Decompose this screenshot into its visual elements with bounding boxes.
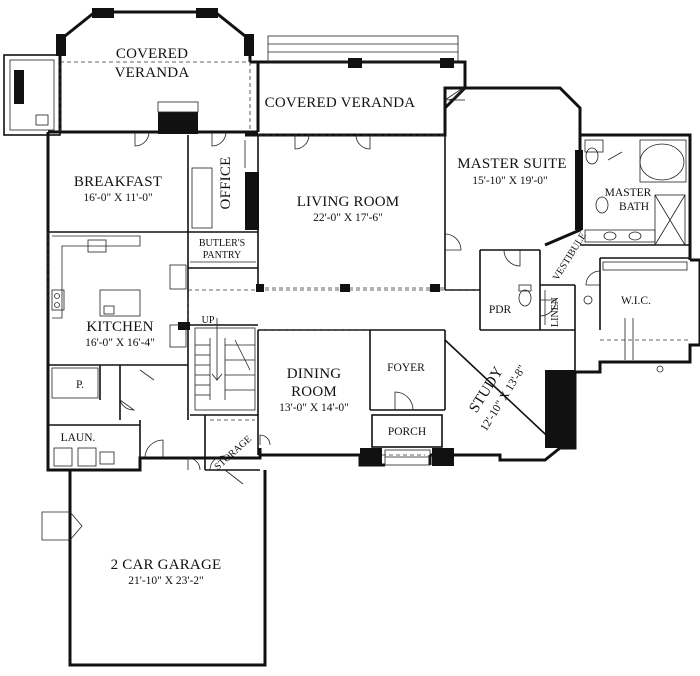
- butlers-pantry-label-1: BUTLER'S: [199, 238, 245, 249]
- master-bath-label-2: BATH: [619, 201, 649, 213]
- living-room-label: LIVING ROOM: [297, 194, 400, 210]
- covered-veranda-left-label-1: COVERED: [116, 46, 188, 62]
- wall-blocks: [56, 8, 583, 466]
- stairs-up-label: UP: [202, 315, 215, 326]
- master-suite-label: MASTER SUITE: [457, 156, 567, 172]
- storage-label: STORAGE: [213, 434, 254, 473]
- garage-label: 2 CAR GARAGE: [111, 557, 222, 573]
- foyer-label: FOYER: [387, 362, 425, 374]
- kitchen-label: KITCHEN: [86, 319, 153, 335]
- garage-dims: 21'-10" X 23'-2": [128, 575, 204, 587]
- butlers-pantry-label-2: PANTRY: [203, 250, 242, 261]
- kitchen-dims: 16'-0" X 16'-4": [85, 337, 155, 349]
- dining-room-label-2: ROOM: [291, 384, 337, 400]
- room-labels: COVERED VERANDA COVERED VERANDA BREAKFAS…: [61, 46, 652, 587]
- master-bath-label-1: MASTER: [605, 187, 652, 199]
- breakfast-dims: 16'-0" X 11'-0": [83, 192, 152, 204]
- dining-room-label-1: DINING: [287, 366, 342, 382]
- pdr-label: PDR: [489, 304, 512, 316]
- living-room-dims: 22'-0" X 17'-6": [313, 212, 383, 224]
- wic-label: W.I.C.: [621, 295, 651, 307]
- pantry-label: P.: [76, 379, 84, 391]
- covered-veranda-right-label: COVERED VERANDA: [265, 95, 416, 111]
- master-suite-dims: 15'-10" X 19'-0": [472, 175, 548, 187]
- laundry-label: LAUN.: [61, 432, 96, 444]
- dashed-openings: [47, 61, 690, 456]
- dining-room-dims: 13'-0" X 14'-0": [279, 402, 349, 414]
- office-label: OFFICE: [218, 157, 234, 210]
- porch-label: PORCH: [388, 426, 426, 438]
- breakfast-label: BREAKFAST: [74, 174, 162, 190]
- doors: [41, 87, 623, 541]
- fixtures: [51, 139, 688, 467]
- linen-label: LINEN: [550, 297, 561, 327]
- covered-veranda-left-label-2: VERANDA: [115, 65, 190, 81]
- stairs: [194, 318, 256, 411]
